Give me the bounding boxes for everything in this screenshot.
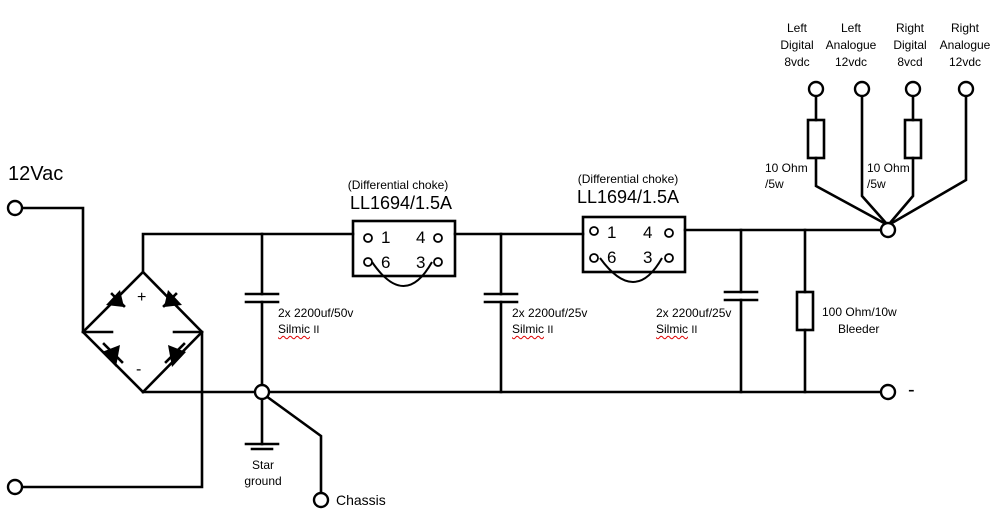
choke-1: [351, 219, 457, 287]
series-resistor-right-value: 10 Ohm: [867, 161, 910, 175]
choke-2-type: (Differential choke): [577, 172, 679, 186]
diode-bottom-right: [168, 345, 186, 367]
choke-1-pin-1: 1: [381, 228, 391, 247]
choke-2-pin-4: 4: [643, 223, 653, 242]
ac-input-label: 12Vac: [8, 163, 64, 185]
series-resistor-left-value: 10 Ohm: [765, 161, 808, 175]
rectifier-plus-label: +: [137, 289, 147, 306]
output-right-analogue-label: Right Analogue 12vdc: [940, 20, 991, 71]
negative-output-terminal: [879, 383, 897, 401]
choke-2-pin-3: 3: [643, 248, 653, 267]
output-right-digital-line3: 8vcd: [897, 55, 923, 69]
star-ground: [244, 394, 323, 495]
capacitor-2-type: Silmic II: [512, 322, 553, 337]
bleeder-value: 100 Ohm/10w: [822, 305, 897, 319]
chassis-terminal: [312, 491, 330, 509]
choke-1-part: LL1694/1.5A: [349, 193, 453, 213]
output-left-digital-line2: Digital: [780, 38, 814, 52]
series-resistor-left-power: /5w: [765, 177, 784, 191]
capacitor-1-series: II: [313, 324, 320, 336]
output-right-analogue-line2: Analogue: [939, 38, 991, 52]
output-left-analogue-line3: 12vdc: [834, 55, 868, 69]
output-terminal-right-analogue: [957, 80, 975, 98]
capacitor-1-value: 2x 2200uf/50v: [278, 306, 354, 320]
star-ground-label: Star ground: [244, 457, 281, 489]
choke-2-part: LL1694/1.5A: [576, 187, 680, 207]
bleeder-resistor: [795, 228, 815, 394]
output-left-analogue-label: Left Analogue 12vdc: [826, 20, 877, 71]
output-fanout: [806, 94, 968, 225]
output-terminal-left-digital: [807, 80, 825, 98]
series-resistor-right-power: /5w: [867, 177, 886, 191]
chassis-label: Chassis: [336, 492, 386, 508]
capacitor-1: [244, 232, 280, 388]
output-right-analogue-line1: Right: [950, 21, 979, 35]
ac-input-terminal-bottom: [6, 478, 24, 496]
series-resistor-left: [806, 118, 826, 160]
series-resistor-right: [903, 118, 923, 160]
output-terminal-left-analogue: [853, 80, 871, 98]
output-right-digital-line2: Digital: [893, 38, 927, 52]
output-left-analogue-line2: Analogue: [825, 38, 877, 52]
ac-input-terminal-top: [6, 199, 24, 217]
output-left-digital-label: Left Digital 8vdc: [780, 20, 813, 71]
capacitor-1-type: Silmic II: [278, 322, 319, 337]
positive-junction-terminal: [879, 221, 897, 239]
ac-input-wiring: [22, 206, 204, 489]
choke-1-pin-3: 3: [416, 253, 426, 272]
capacitor-3-type: Silmic II: [656, 322, 697, 337]
capacitor-2: [483, 232, 519, 394]
diode-bottom-left: [102, 345, 120, 367]
positive-rail: [141, 228, 884, 274]
capacitor-3-series: II: [691, 324, 698, 336]
output-left-digital-line3: 8vdc: [784, 55, 810, 69]
output-right-analogue-line3: 12vdc: [948, 55, 982, 69]
capacitor-3-value: 2x 2200uf/25v: [656, 306, 732, 320]
choke-2-pin-1: 1: [607, 223, 617, 242]
choke-2-pin-6: 6: [607, 248, 617, 267]
capacitor-1-brand: Silmic: [278, 322, 310, 336]
capacitor-3-brand: Silmic: [656, 322, 688, 336]
output-right-digital-label: Right Digital 8vcd: [893, 20, 926, 71]
bleeder-label: Bleeder: [838, 322, 880, 336]
choke-1-type: (Differential choke): [347, 178, 449, 192]
output-right-digital-line1: Right: [895, 21, 925, 35]
choke-1-pin-6: 6: [381, 253, 391, 272]
capacitor-3: [723, 228, 759, 394]
choke-2: [581, 215, 687, 283]
output-terminal-right-digital: [904, 80, 922, 98]
output-left-analogue-line1: Left: [840, 21, 861, 35]
negative-output-label: -: [908, 379, 915, 401]
choke-1-pin-4: 4: [416, 228, 426, 247]
star-ground-node: [253, 383, 271, 401]
capacitor-2-series: II: [547, 324, 554, 336]
output-left-digital-line1: Left: [786, 21, 808, 35]
star-ground-line2: ground: [244, 474, 282, 488]
capacitor-2-brand: Silmic: [512, 322, 544, 336]
star-ground-line1: Star: [251, 458, 274, 472]
rectifier-minus-label: -: [136, 361, 142, 378]
capacitor-2-value: 2x 2200uf/25v: [512, 306, 588, 320]
